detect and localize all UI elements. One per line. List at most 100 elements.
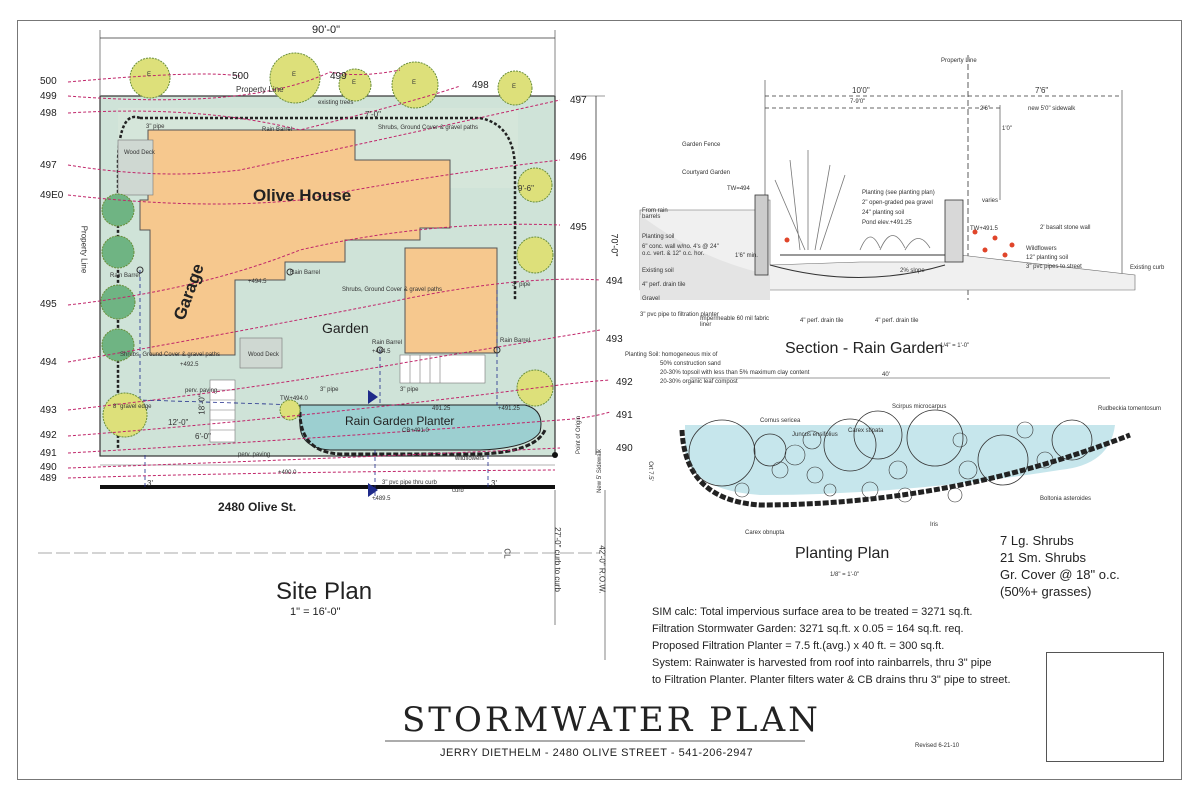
perf-drain-c-label: 4" perf. drain tile bbox=[875, 318, 919, 324]
shrubs-note-top: Shrubs, Ground Cover & gravel paths bbox=[378, 125, 479, 131]
curb-label: curb bbox=[452, 488, 464, 494]
courtyard-garden-label: Courtyard Garden bbox=[682, 170, 731, 176]
plant-juncus: Juncus ensifolius bbox=[792, 432, 838, 438]
sidewalk-label: New 5' Sidewalk bbox=[596, 449, 603, 493]
calc-line-4: to Filtration Planter. Planter filters w… bbox=[652, 674, 1011, 686]
dim-12-label: 12'-0" bbox=[168, 418, 189, 427]
planting-soil-24-label: 24" planting soil bbox=[862, 210, 905, 216]
plant-scirpus: Scirpus microcarpus bbox=[892, 404, 947, 410]
soil-note-1: 50% construction sand bbox=[660, 361, 721, 367]
contour-right-3: 494 bbox=[606, 276, 623, 287]
count-grasses: (50%+ grasses) bbox=[1000, 584, 1092, 599]
elev-491-25b: +491.25 bbox=[498, 406, 520, 412]
rain-barrel-label-east: Rain Barrel bbox=[500, 338, 531, 344]
section-plants bbox=[774, 150, 931, 251]
calc-line-0: SIM calc: Total impervious surface area … bbox=[652, 606, 973, 618]
contour-right-1: 496 bbox=[570, 152, 587, 163]
elev-491-25a: 491.25 bbox=[432, 406, 451, 412]
elev-490: +490.0 bbox=[278, 470, 297, 476]
section-title: Section - Rain Garden bbox=[785, 340, 944, 357]
gravel-label: Gravel bbox=[642, 296, 660, 302]
tw-label: TW+494.0 bbox=[280, 396, 308, 402]
pipe-label-studio: 3" pipe bbox=[400, 387, 419, 393]
rain-barrel-label-mid: Rain Barrel bbox=[290, 270, 321, 276]
pvc-thru-curb-label: 3" pvc pipe thru curb bbox=[382, 480, 437, 486]
wood-deck-west bbox=[117, 139, 154, 196]
tw491-label: TW+491.5 bbox=[970, 226, 998, 232]
liner-label: Impermeable 60 mil fabric liner bbox=[700, 316, 770, 328]
contour-top-500: 500 bbox=[232, 71, 249, 82]
pipe-label-north: 3" pipe bbox=[146, 124, 165, 130]
min-depth-label: 1'6" min. bbox=[735, 253, 758, 259]
planting-length-dim: 40' bbox=[882, 372, 890, 378]
count-large-shrubs: 7 Lg. Shrubs bbox=[1000, 533, 1074, 548]
tree-label-3: E bbox=[412, 80, 417, 86]
section-dim-2-6: 2'6" bbox=[980, 106, 990, 112]
plant-rudbeckia: Rudbeckia tomentosum bbox=[1098, 406, 1162, 412]
rain-barrel-label: Rain Barrel bbox=[262, 127, 293, 133]
count-ground-cover: Gr. Cover @ 18" o.c. bbox=[1000, 567, 1120, 582]
large-shrubs bbox=[688, 409, 1093, 487]
dim-3b-label: 3' bbox=[491, 479, 497, 488]
tree-label-0: E bbox=[147, 72, 152, 78]
contour-right-7: 490 bbox=[616, 443, 633, 454]
pvc-to-planter-label: 3" pvc pipe to filtration planter bbox=[640, 312, 719, 318]
rain-barrel-label-west: Rain Barrel bbox=[110, 273, 141, 279]
perf-drain-label: 4" perf. drain tile bbox=[642, 282, 686, 288]
contour-left-11: 489 bbox=[40, 473, 57, 484]
contour-right-6: 491 bbox=[616, 410, 633, 421]
varies-label: varies bbox=[982, 198, 999, 204]
gravel-path bbox=[116, 115, 517, 450]
contour-left-6: 494 bbox=[40, 357, 57, 368]
planting-plan bbox=[679, 377, 1131, 508]
site-plan-scale: 1" = 16'-0" bbox=[290, 606, 341, 618]
studio-footprint bbox=[404, 247, 498, 354]
small-shrubs bbox=[734, 421, 1054, 503]
entry-steps bbox=[209, 354, 486, 443]
point-of-origin-label: Point of Origin bbox=[576, 415, 583, 455]
garden-fence-label: Garden Fence bbox=[682, 142, 721, 148]
soil-note-2: 20-30% topsoil with less than 5% maximum… bbox=[660, 370, 810, 376]
contour-left-3: 497 bbox=[40, 160, 57, 171]
existing-soil-label: Existing soil bbox=[642, 268, 674, 274]
contour-left-8: 492 bbox=[40, 430, 57, 441]
section-dim-7-9: 7-9'0" bbox=[850, 99, 866, 105]
plant-carex-obnupta: Carex obnupta bbox=[745, 530, 785, 536]
contour-left-5: 495 bbox=[40, 299, 57, 310]
concrete-wall bbox=[754, 194, 769, 276]
calc-line-1: Filtration Stormwater Garden: 3271 sq.ft… bbox=[652, 623, 964, 635]
section-wildflowers-label: Wildflowers bbox=[1026, 246, 1057, 252]
conc-wall-label: 6" conc. wall w/no. 4's @ 24" o.c. vert.… bbox=[642, 244, 719, 257]
perf-drain-b-label: 4" perf. drain tile bbox=[800, 318, 844, 324]
stamp-box bbox=[1046, 652, 1164, 762]
tree-label-4: E bbox=[512, 84, 517, 90]
property-line-top: Property Line bbox=[236, 85, 284, 94]
section-dim-1: 1'0" bbox=[1002, 126, 1012, 132]
elev-489-5: +489.5 bbox=[372, 496, 391, 502]
centerline-label: CL bbox=[502, 548, 512, 559]
soil-note-3: 20-30% organic leaf compost bbox=[660, 379, 738, 385]
contour-top-499: 499 bbox=[330, 71, 347, 82]
wood-deck-south bbox=[239, 337, 283, 369]
plant-cornus: Cornus sericea bbox=[760, 418, 801, 424]
contour-top-498: 498 bbox=[472, 80, 489, 91]
sheet-border bbox=[17, 20, 1182, 780]
basalt-wall-label: 2' basalt stone wall bbox=[1040, 225, 1091, 231]
section-new-sidewalk: new 5'0" sidewalk bbox=[1028, 106, 1076, 112]
planting-bed bbox=[685, 425, 1115, 495]
revised-date: Revised 6-21-10 bbox=[915, 743, 960, 749]
contour-right-5: 492 bbox=[616, 377, 633, 388]
elev-492-5: +492.5 bbox=[180, 362, 199, 368]
pipe-label-garden: 3" pipe bbox=[320, 387, 339, 393]
contour-right-2: 495 bbox=[570, 222, 587, 233]
count-small-shrubs: 21 Sm. Shrubs bbox=[1000, 550, 1086, 565]
contour-lines bbox=[67, 69, 611, 479]
sheet-subtitle: JERRY DIETHELM - 2480 OLIVE STREET - 541… bbox=[440, 747, 754, 759]
house-label: Olive House bbox=[253, 186, 352, 205]
contour-left-2: 498 bbox=[40, 108, 57, 119]
rain-barrel-label-garden: Rain Barrel bbox=[372, 340, 403, 346]
gravel-edge-label: 8" gravel edge bbox=[113, 404, 152, 410]
tree-label-1: E bbox=[292, 72, 297, 78]
contour-left-1: 499 bbox=[40, 91, 57, 102]
